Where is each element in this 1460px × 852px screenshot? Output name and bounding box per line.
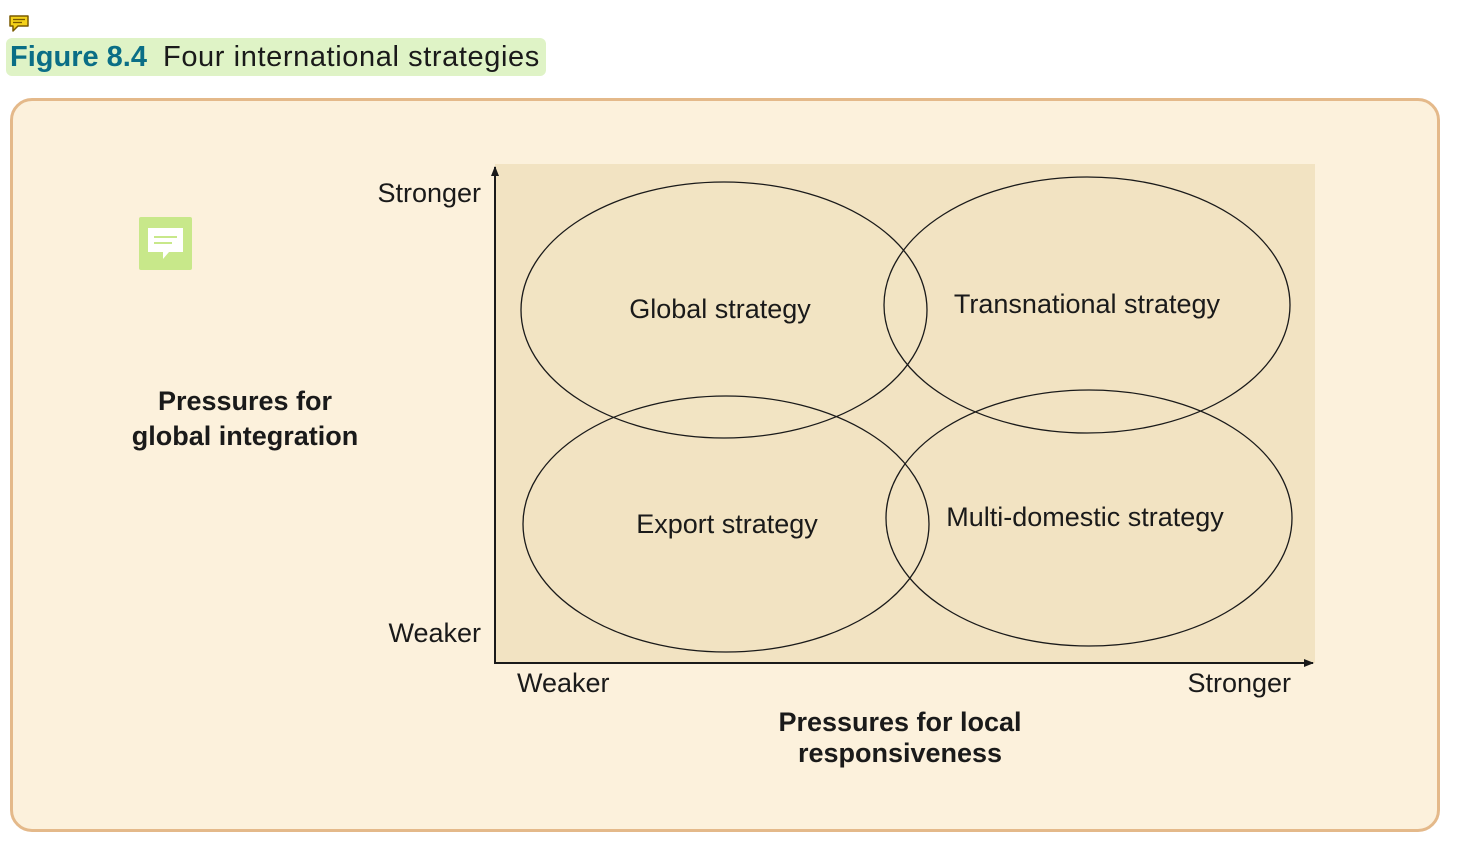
y-axis-high-label: Stronger <box>377 178 481 208</box>
strategy-label-transnational: Transnational strategy <box>954 289 1221 319</box>
ellipse-export-strategy <box>522 395 930 653</box>
x-axis-high-label: Stronger <box>1187 668 1291 698</box>
y-axis-title-line-2: global integration <box>131 421 359 451</box>
comment-icon[interactable] <box>8 14 30 34</box>
ellipse-transnational-strategy <box>883 176 1291 434</box>
strategy-label-multi-domestic: Multi-domestic strategy <box>946 502 1224 532</box>
figure-caption: Figure 8.4 Four international strategies <box>6 38 546 76</box>
strategy-label-global: Global strategy <box>629 294 811 324</box>
ellipse-multi-domestic-strategy <box>885 389 1293 647</box>
figure-title: Four international strategies <box>163 40 540 73</box>
figure-label: Figure 8.4 <box>10 40 147 73</box>
ellipse-global-strategy <box>520 181 928 439</box>
y-axis-title: Pressures for global integration <box>120 384 370 454</box>
note-icon <box>148 228 183 259</box>
x-axis-title-line-2: responsiveness <box>797 738 1003 768</box>
x-axis-title: Pressures for local responsiveness <box>740 707 1060 769</box>
y-axis-low-label: Weaker <box>388 618 481 648</box>
strategy-label-export: Export strategy <box>636 509 818 539</box>
x-axis-title-line-1: Pressures for local <box>778 707 1022 737</box>
note-button[interactable] <box>139 217 192 270</box>
y-axis-title-line-1: Pressures for <box>157 386 333 416</box>
x-axis-low-label: Weaker <box>517 668 610 698</box>
